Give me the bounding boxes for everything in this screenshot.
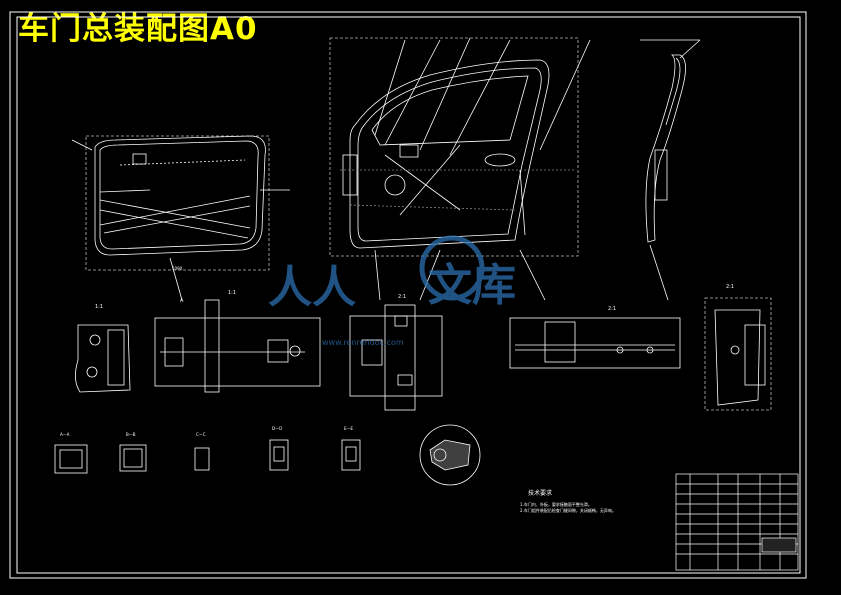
section-label-d: D—D — [272, 426, 282, 431]
outer-border — [9, 11, 807, 579]
watermark: 人人 文库 www.renrendoc.com — [268, 235, 516, 347]
door-side-profile-view — [640, 39, 701, 301]
drawing-title: 车门总装配图A0 — [18, 11, 258, 47]
scale-label-1: 1:1 — [95, 304, 103, 310]
watermark-latin: 人人 — [268, 262, 356, 313]
scale-label-2: 1:1 — [228, 290, 236, 296]
detail-view-bolt-section: 1:1 — [154, 290, 321, 393]
svg-text:A: A — [180, 298, 184, 304]
note-line-2: 2.车门组件装配后检查门缝间隙，关闭顺畅，无异响。 — [520, 507, 616, 513]
scale-label-4: 2:1 — [608, 306, 616, 312]
title-block — [675, 473, 799, 571]
inner-border — [16, 16, 801, 574]
door-inner-panel-view: A 1090 — [71, 135, 290, 304]
scale-label-5: 2:1 — [726, 284, 734, 290]
note-line-1: 1.车门内、外板，要求接触面平整光滑。 — [520, 501, 592, 507]
section-label-c: C—C — [196, 432, 206, 437]
detail-view-latch: 2:1 — [349, 294, 443, 411]
notes-heading: 技术要求 — [528, 489, 552, 497]
section-label-b: B—B — [126, 432, 136, 437]
detail-view-mirror-mount: 2:1 — [704, 284, 772, 411]
door-assembly-view — [329, 37, 591, 301]
section-view-row: A—A B—B C—C D—D E—E — [54, 426, 361, 474]
section-label-e: E—E — [344, 426, 354, 431]
round-section-detail — [419, 424, 481, 486]
detail-view-rail: 2:1 — [509, 306, 681, 369]
watermark-cn: 文库 — [428, 260, 516, 311]
technical-notes: 技术要求 1.车门内、外板，要求接触面平整光滑。 2.车门组件装配后检查门缝间隙… — [520, 489, 616, 513]
watermark-url: www.renrendoc.com — [322, 338, 404, 347]
section-label-a: A—A — [60, 432, 70, 437]
detail-view-hinge: 1:1 — [75, 304, 131, 393]
scale-label-3: 2:1 — [398, 294, 406, 300]
svg-text:1090: 1090 — [172, 266, 183, 271]
